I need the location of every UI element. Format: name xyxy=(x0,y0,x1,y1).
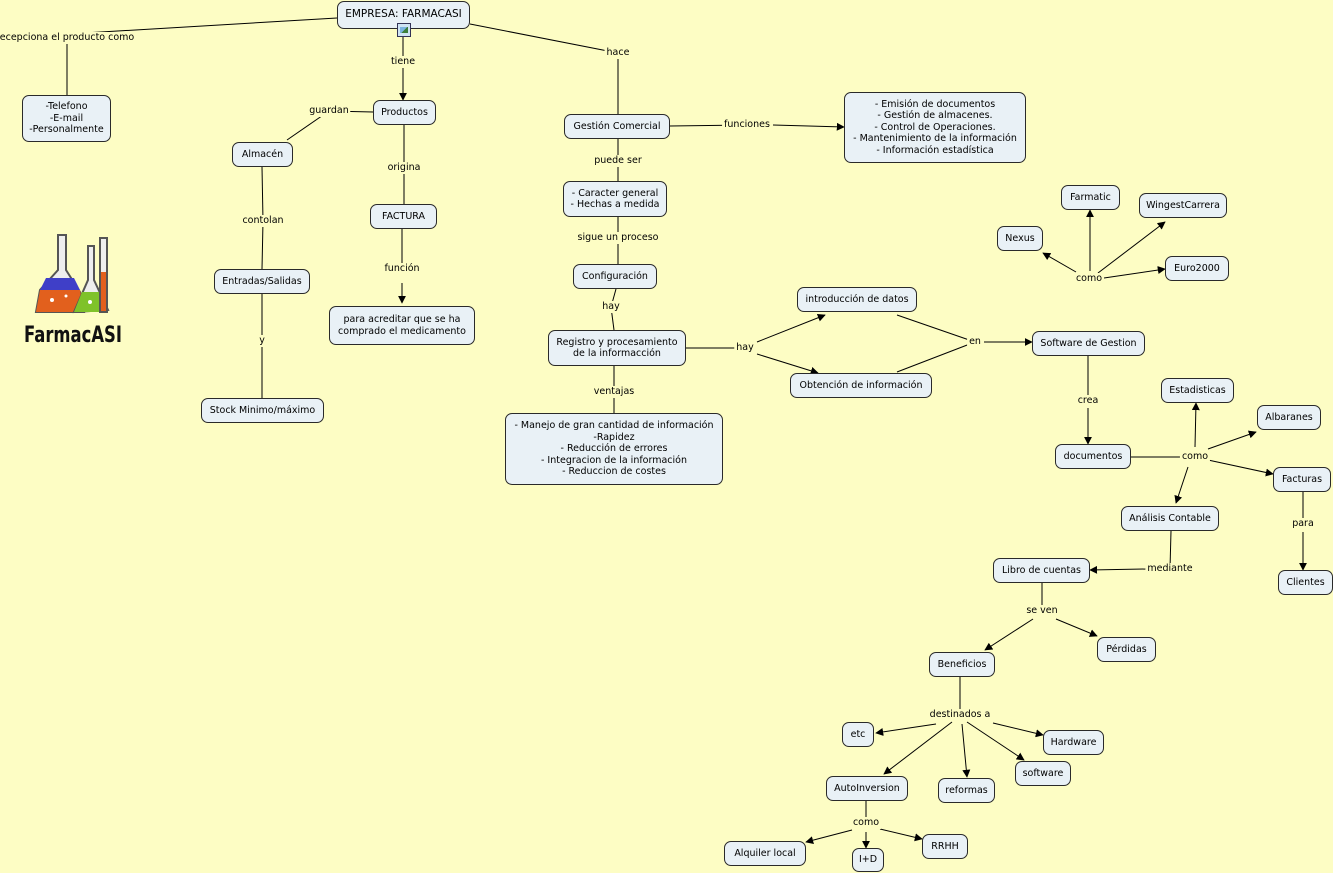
label-hay-2: hay xyxy=(734,342,756,354)
node-estadisticas[interactable]: Estadisticas xyxy=(1161,378,1234,403)
node-acreditar[interactable]: para acreditar que se ha comprado el med… xyxy=(329,306,475,345)
label-como-3: como xyxy=(850,817,882,829)
arrow-link xyxy=(1097,221,1166,274)
node-obtencion[interactable]: Obtención de información xyxy=(790,373,932,398)
node-factura[interactable]: FACTURA xyxy=(370,204,437,229)
arrow-link xyxy=(1042,252,1077,273)
arrow-link xyxy=(875,723,937,736)
link-line xyxy=(896,314,976,343)
label-funciones: funciones xyxy=(722,119,772,131)
node-ventajas-list[interactable]: - Manejo de gran cantidad de información… xyxy=(505,413,723,485)
node-funciones-list[interactable]: - Emisión de documentos - Gestión de alm… xyxy=(844,92,1026,163)
node-analisis-contable[interactable]: Análisis Contable xyxy=(1121,506,1219,531)
node-productos[interactable]: Productos xyxy=(373,100,436,125)
arrow-link xyxy=(1207,459,1274,477)
node-beneficios[interactable]: Beneficios xyxy=(929,652,995,677)
arrow-link xyxy=(883,721,953,775)
label-como-2: como xyxy=(1179,451,1211,463)
label-para: para xyxy=(1290,518,1316,530)
label-en: en xyxy=(967,336,983,348)
link-line xyxy=(261,220,264,270)
link-line xyxy=(1169,530,1172,570)
node-reformas[interactable]: reformas xyxy=(938,778,995,803)
link-line xyxy=(896,341,976,373)
farmacasi-logo: FarmacASI xyxy=(24,234,122,348)
node-documentos[interactable]: documentos xyxy=(1055,444,1131,469)
node-almacen[interactable]: Almacén xyxy=(232,142,293,167)
node-caracter[interactable]: - Caracter general - Hechas a medida xyxy=(563,181,667,217)
label-crea: crea xyxy=(1075,395,1101,407)
arrow-link xyxy=(805,829,853,845)
label-se-ven: se ven xyxy=(1024,605,1060,617)
arrow-link xyxy=(992,722,1044,738)
arrow-link xyxy=(1191,402,1200,448)
label-hay-1: hay xyxy=(600,301,622,313)
node-contacto[interactable]: -Telefono -E-mail -Personalmente xyxy=(22,95,111,142)
label-sigue-proceso: sigue un proceso xyxy=(575,232,661,244)
label-ventajas: ventajas xyxy=(591,386,637,398)
arrow-link xyxy=(984,618,1034,651)
node-clientes[interactable]: Clientes xyxy=(1278,570,1333,595)
arrow-link xyxy=(756,313,826,343)
node-configuracion[interactable]: Configuración xyxy=(573,264,657,289)
label-contolan: contolan xyxy=(240,215,286,227)
node-registro[interactable]: Registro y procesamiento de la informacc… xyxy=(548,330,686,366)
node-software[interactable]: software xyxy=(1015,761,1071,786)
arrow-link xyxy=(961,723,971,778)
arrow-link xyxy=(966,721,1025,761)
label-destinados-a: destinados a xyxy=(927,709,993,721)
node-entradas-salidas[interactable]: Entradas/Salidas xyxy=(214,269,310,294)
arrow-link xyxy=(1103,266,1166,279)
node-alquiler-local[interactable]: Alquiler local xyxy=(724,841,806,866)
label-guardan: guardan xyxy=(307,105,351,117)
arrow-link xyxy=(772,122,845,131)
label-mediante: mediante xyxy=(1145,563,1195,575)
label-puede-ser: puede ser xyxy=(592,155,644,167)
label-tiene: tiene xyxy=(388,56,418,68)
node-autoinversion[interactable]: AutoInversion xyxy=(826,776,908,801)
label-recepciona: ecepciona el producto como xyxy=(0,32,137,44)
node-farmatic[interactable]: Farmatic xyxy=(1061,185,1120,210)
flask-icon xyxy=(34,234,110,314)
arrow-link xyxy=(1174,466,1189,504)
label-y: y xyxy=(257,335,267,347)
arrow-link xyxy=(756,353,819,375)
node-perdidas[interactable]: Pérdidas xyxy=(1097,637,1156,662)
node-rrhh[interactable]: RRHH xyxy=(922,834,968,859)
arrow-link xyxy=(879,828,923,842)
node-introduccion[interactable]: introducción de datos xyxy=(797,287,917,312)
node-facturas[interactable]: Facturas xyxy=(1273,467,1331,492)
node-libro-cuentas[interactable]: Libro de cuentas xyxy=(993,558,1090,583)
node-nexus[interactable]: Nexus xyxy=(997,226,1043,251)
node-albaranes[interactable]: Albaranes xyxy=(1257,405,1321,430)
image-icon[interactable] xyxy=(397,23,411,37)
arrow-link xyxy=(1207,430,1257,450)
label-como-1: como xyxy=(1073,273,1105,285)
node-wingest[interactable]: WingestCarrera xyxy=(1139,193,1227,218)
logo-text: FarmacASI xyxy=(24,323,122,348)
label-origina: origina xyxy=(385,162,423,174)
arrow-link xyxy=(1055,618,1098,637)
node-stock[interactable]: Stock Minimo/máximo xyxy=(201,398,324,423)
node-imasd[interactable]: I+D xyxy=(852,848,884,872)
node-euro2000[interactable]: Euro2000 xyxy=(1165,256,1229,281)
node-software-gestion[interactable]: Software de Gestion xyxy=(1032,331,1145,356)
node-hardware[interactable]: Hardware xyxy=(1043,730,1104,755)
arrow-link xyxy=(1089,565,1148,574)
node-etc[interactable]: etc xyxy=(842,722,874,747)
label-funcion: función xyxy=(382,263,422,275)
node-gestion-comercial[interactable]: Gestión Comercial xyxy=(564,114,670,139)
link-line xyxy=(261,166,264,222)
label-hace: hace xyxy=(604,47,632,59)
link-line xyxy=(469,23,619,54)
